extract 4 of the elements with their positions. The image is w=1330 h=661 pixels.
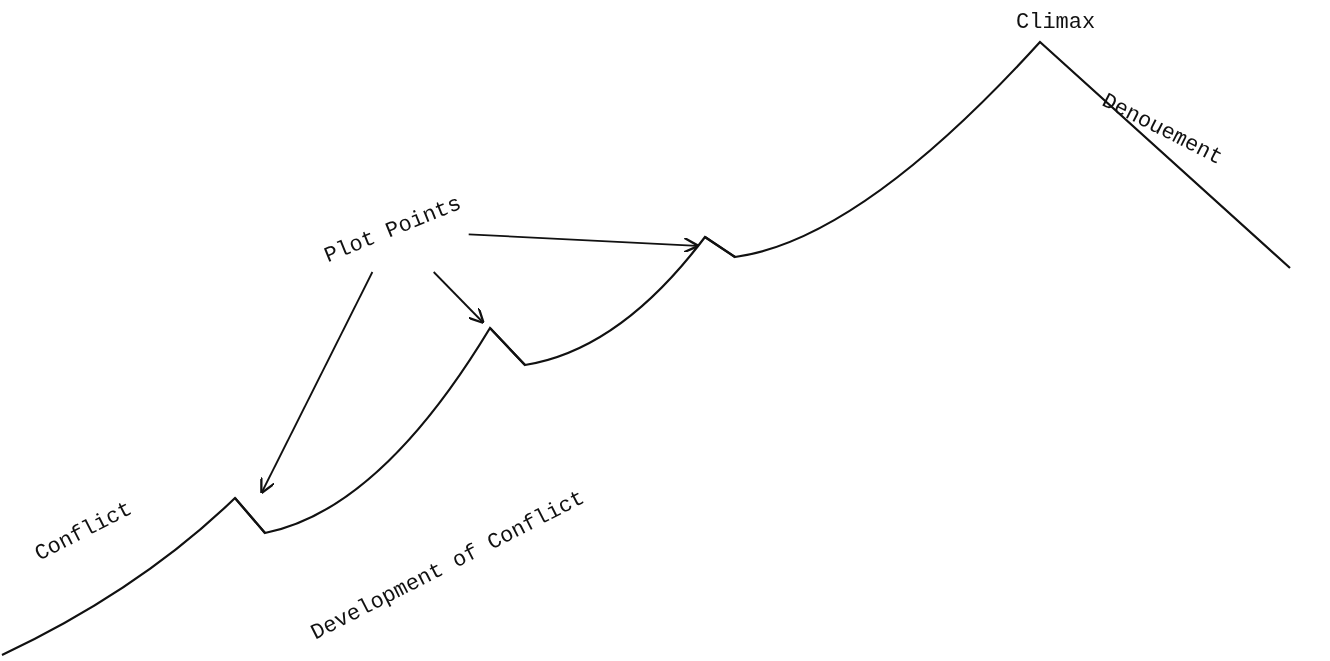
leader-arrow: [467, 233, 700, 254]
stage-label: Climax: [1016, 12, 1096, 34]
leader-arrow: [432, 271, 485, 325]
leader-arrow: [260, 271, 374, 495]
